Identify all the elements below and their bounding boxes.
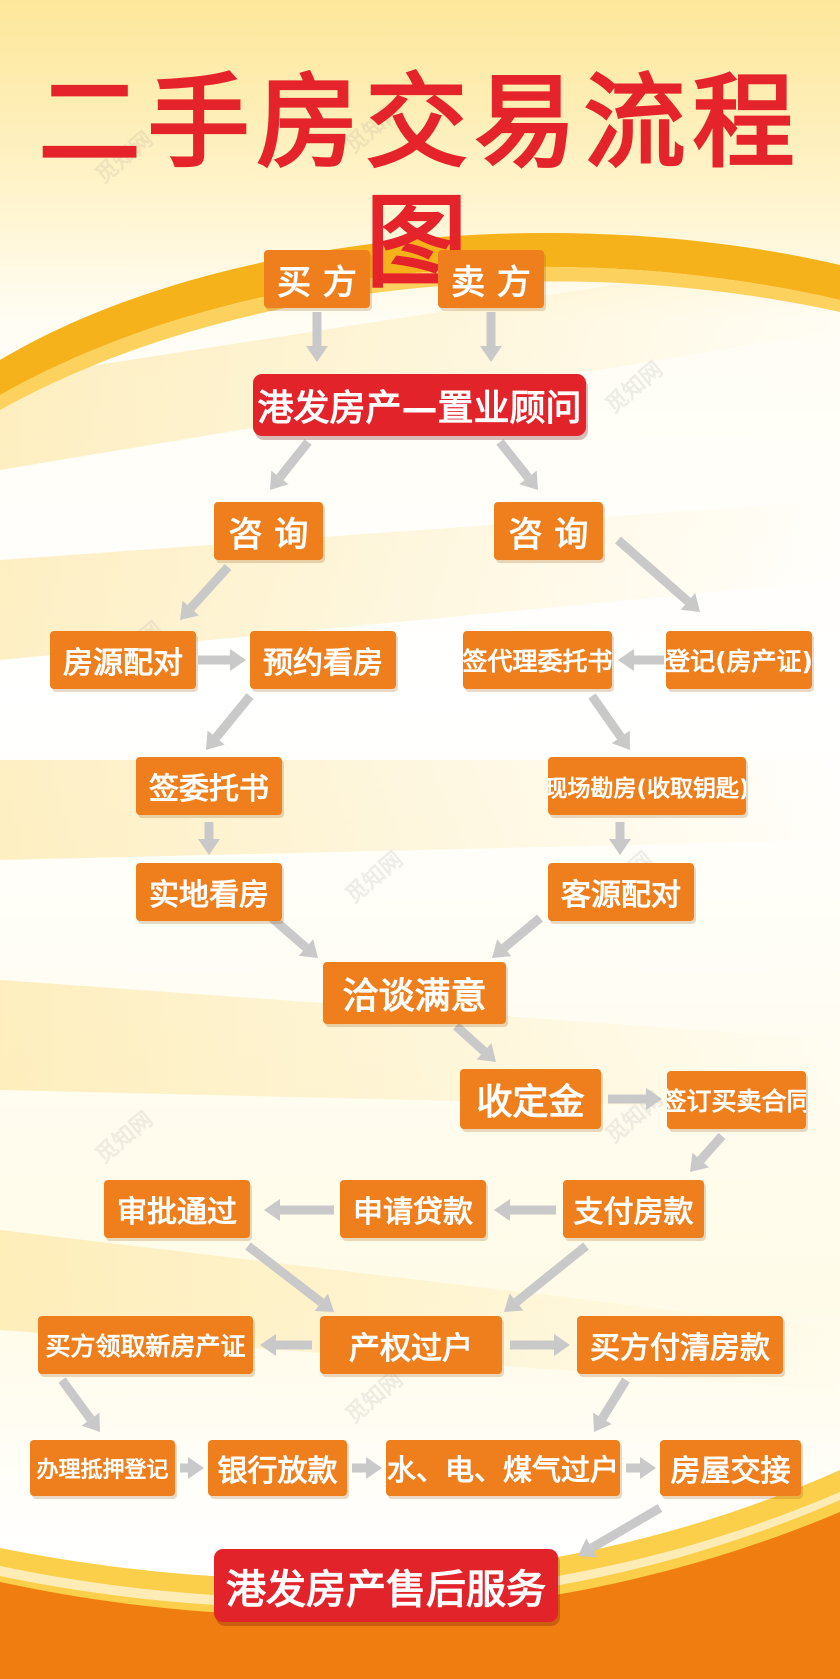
- flow-arrow-head: [611, 730, 630, 750]
- flow-arrow-head: [593, 1412, 612, 1432]
- flow-arrow-shaft: [269, 914, 309, 951]
- node-buyer-get-deed: 买方领取新房产证: [38, 1316, 253, 1374]
- node-buyer-pay-full: 买方付清房款: [577, 1316, 783, 1374]
- flow-arrow-head: [618, 649, 634, 671]
- node-advisor: 港发房产—置业顾问: [253, 374, 586, 436]
- flow-arrow-shaft: [697, 1133, 726, 1164]
- node-bank-release: 银行放款: [208, 1440, 347, 1496]
- flow-arrow-head: [180, 600, 199, 620]
- sun-ray: [0, 250, 840, 470]
- flow-arrow-head: [640, 1457, 656, 1479]
- flow-arrow-head: [578, 1538, 598, 1558]
- node-pay-price: 支付房款: [563, 1180, 704, 1238]
- node-client-match: 客源配对: [548, 863, 694, 921]
- node-utilities-transfer: 水、电、煤气过户: [386, 1440, 620, 1496]
- flow-arrow-head: [81, 1412, 100, 1432]
- node-collect-deposit: 收定金: [460, 1069, 601, 1129]
- top-gold-band: [0, 232, 840, 395]
- flow-arrow-shaft: [501, 914, 543, 952]
- flow-arrow-head: [366, 1457, 382, 1479]
- node-buyer: 买 方: [264, 250, 370, 308]
- node-seller: 卖 方: [438, 250, 544, 308]
- node-listing-match: 房源配对: [50, 631, 196, 689]
- flow-arrow-shaft: [187, 563, 232, 612]
- node-title-transfer: 产权过户: [320, 1316, 502, 1374]
- node-mortgage-register: 办理抵押登记: [30, 1440, 175, 1496]
- flow-arrow-shaft: [589, 1504, 663, 1552]
- flow-arrow-head: [260, 1334, 276, 1356]
- node-negotiation: 洽谈满意: [323, 962, 506, 1024]
- node-handover: 房屋交接: [660, 1440, 801, 1496]
- flow-arrow-head: [188, 1457, 204, 1479]
- flow-arrow-shaft: [588, 693, 625, 740]
- flow-arrow-head: [494, 1199, 510, 1221]
- flow-arrow-shaft: [513, 1242, 589, 1306]
- flow-arrow-head: [646, 1088, 662, 1110]
- flow-arrow-head: [230, 649, 246, 671]
- flow-arrow-shaft: [598, 1377, 630, 1421]
- node-apply-loan: 申请贷款: [340, 1180, 486, 1238]
- flow-arrow-head: [690, 1152, 709, 1172]
- node-approval: 审批通过: [104, 1180, 250, 1238]
- bottom-orange-band: [0, 1512, 840, 1679]
- node-sign-commission: 签委托书: [136, 757, 282, 815]
- flow-arrow-head: [264, 1199, 280, 1221]
- flow-arrow-head: [480, 346, 502, 362]
- node-consult-seller: 咨 询: [494, 502, 603, 560]
- flow-arrow-shaft: [245, 1242, 325, 1306]
- node-book-viewing: 预约看房: [250, 631, 396, 689]
- flow-arrow-head: [314, 1293, 334, 1312]
- flow-arrow-head: [298, 939, 318, 958]
- page-title: 二手房交易流程图: [38, 64, 802, 303]
- flow-arrow-head: [609, 839, 631, 855]
- node-site-viewing: 实地看房: [136, 863, 282, 921]
- flow-arrow-head: [492, 939, 512, 958]
- flow-arrow-head: [504, 1293, 524, 1312]
- flow-arrow-head: [206, 730, 225, 750]
- flow-arrow-head: [519, 470, 538, 490]
- flow-arrow-head: [198, 839, 220, 855]
- flow-arrow-head: [270, 470, 289, 490]
- sun-ray: [0, 500, 840, 660]
- node-register-deed: 登记(房产证): [666, 631, 812, 689]
- node-consult-buyer: 咨 询: [214, 502, 323, 560]
- flow-arrow-head: [306, 346, 328, 362]
- flow-arrow-shaft: [496, 439, 532, 481]
- flow-arrow-head: [476, 1043, 496, 1062]
- node-sign-agency-contract: 签代理委托书: [463, 631, 612, 689]
- sun-ray: [0, 980, 840, 1110]
- node-inspect-keys: 现场勘房(收取钥匙): [548, 757, 746, 815]
- flow-arrow-shaft: [276, 439, 312, 481]
- flow-arrow-shaft: [452, 1022, 488, 1055]
- flow-arrow-head: [680, 593, 700, 612]
- node-sign-contract: 签订买卖合同: [667, 1071, 806, 1129]
- flow-arrow-shaft: [615, 536, 691, 605]
- flow-arrow-head: [554, 1334, 570, 1356]
- flow-arrow-shaft: [212, 693, 254, 741]
- flow-arrow-shaft: [58, 1377, 95, 1422]
- node-after-sales: 港发房产售后服务: [214, 1549, 558, 1622]
